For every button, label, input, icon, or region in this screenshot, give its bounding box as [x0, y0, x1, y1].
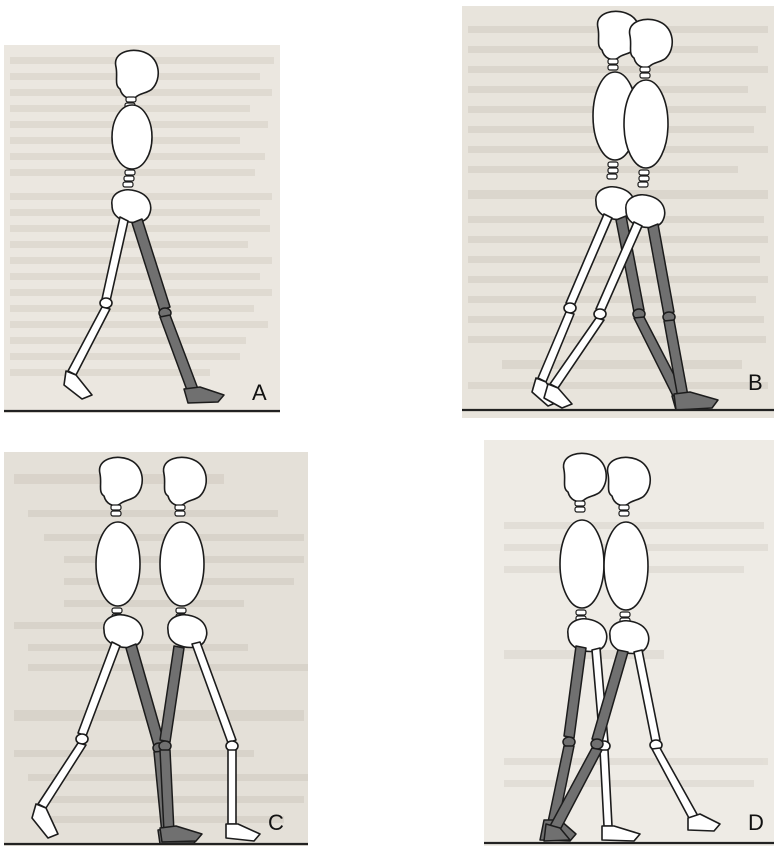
- panel-d: [484, 440, 774, 846]
- pelvis: [112, 190, 151, 223]
- pelvis: [610, 621, 649, 654]
- pelvis: [626, 195, 665, 228]
- pelvis: [568, 619, 607, 652]
- thorax: [624, 80, 668, 168]
- thorax: [604, 522, 648, 610]
- thorax: [96, 522, 140, 606]
- thorax: [560, 520, 604, 608]
- panel-label-a: A: [252, 382, 267, 404]
- panel-a: [4, 45, 280, 413]
- panel-c: [4, 452, 308, 846]
- thorax: [160, 522, 204, 606]
- thorax: [112, 105, 152, 169]
- panel-label-d: D: [748, 812, 764, 834]
- panel-label-b: B: [748, 372, 763, 394]
- panel-b: [462, 6, 774, 418]
- shank-swing: [228, 750, 236, 824]
- panel-label-c: C: [268, 812, 284, 834]
- panel-c-diagram: [4, 452, 308, 846]
- pelvis: [104, 615, 143, 648]
- panel-b-diagram: [462, 6, 774, 418]
- panel-a-diagram: [4, 45, 280, 413]
- panel-d-diagram: [484, 440, 774, 846]
